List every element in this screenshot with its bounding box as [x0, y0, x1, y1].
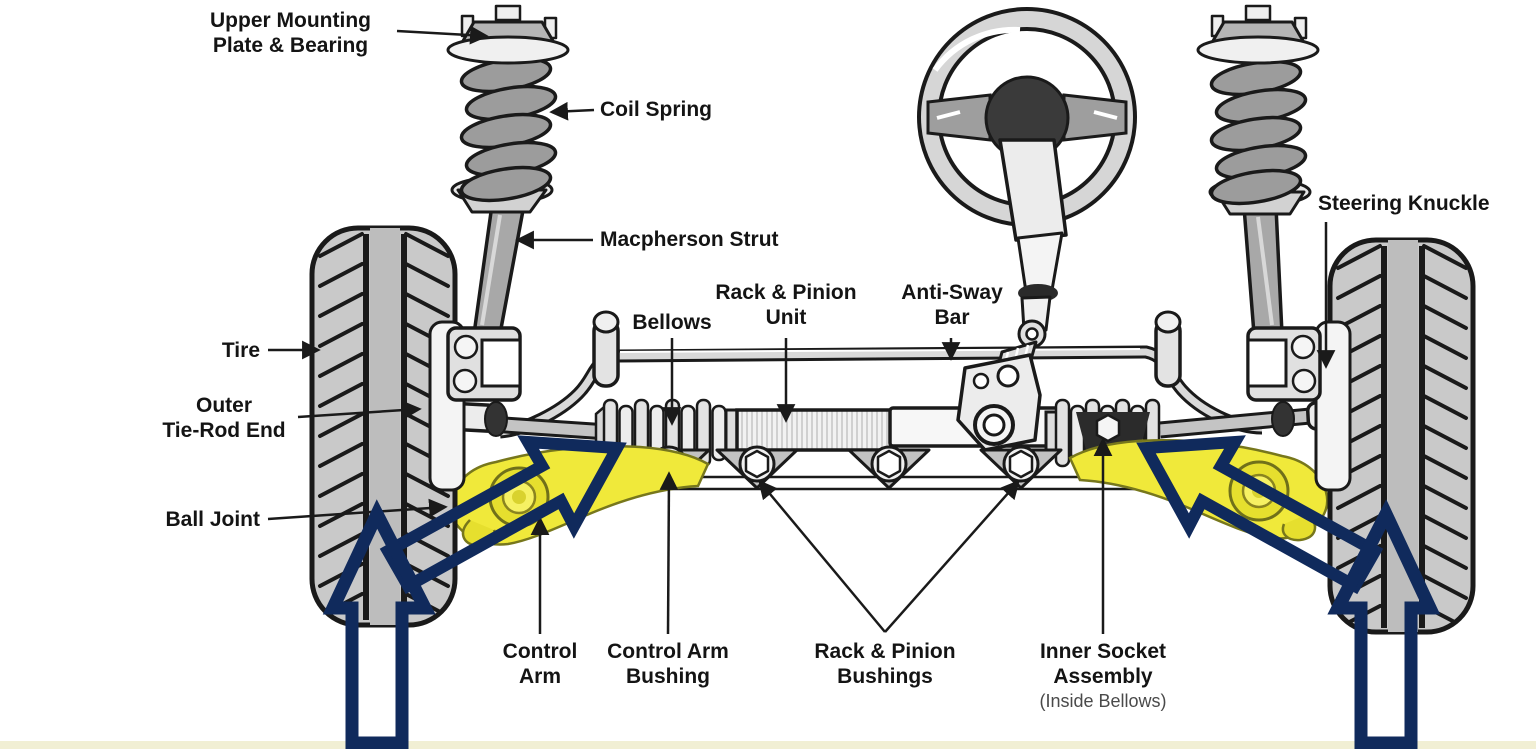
label-bellows: Bellows: [632, 311, 712, 334]
coil-spring-left: [459, 56, 558, 203]
bottom-strip: [0, 741, 1536, 749]
leader-lines: [267, 25, 1336, 635]
sway-bar-end-link-right: [1154, 310, 1182, 388]
label-rack-pinion-unit: Rack & Pinion Unit: [715, 281, 857, 329]
right-tire: [1327, 237, 1476, 635]
anti-sway-bar: [499, 345, 1263, 439]
label-tire: Tire: [221, 339, 260, 362]
annotation-arrow-diagonal-right: [1136, 435, 1384, 595]
annotation-arrow-up-right-tire: [1327, 499, 1441, 749]
label-control-arm: Control Arm: [502, 640, 578, 688]
sway-bar-end-link-left: [592, 310, 620, 388]
label-inner-socket-assembly: Inner Socket Assembly: [1039, 640, 1167, 688]
steering-knuckle-left: [428, 320, 522, 492]
label-rack-pinion-bushings: Rack & Pinion Bushings: [814, 640, 956, 688]
left-tie-rod: [436, 401, 609, 441]
annotation-arrow-diagonal-left: [379, 435, 627, 595]
label-outer-tie-rod-end: Outer Tie-Rod End: [162, 394, 286, 442]
label-inner-socket-note: (Inside Bellows): [1039, 691, 1167, 711]
label-upper-mounting-plate: Upper Mounting Plate & Bearing: [210, 9, 371, 57]
label-ball-joint: Ball Joint: [165, 508, 260, 531]
right-strut-assembly: [1196, 4, 1320, 336]
rack-ridged-section: [735, 408, 894, 452]
label-macpherson-strut: Macpherson Strut: [600, 228, 779, 251]
coil-spring-right: [1209, 59, 1308, 206]
label-control-arm-bushing: Control Arm Bushing: [607, 640, 729, 688]
inner-socket-nut: [1095, 413, 1121, 443]
label-coil-spring: Coil Spring: [600, 98, 712, 121]
left-strut-assembly: [446, 4, 570, 336]
annotation-arrows: [322, 435, 1441, 749]
steering-column: [990, 138, 1068, 392]
label-anti-sway-bar: Anti-Sway Bar: [901, 281, 1003, 329]
label-steering-knuckle: Steering Knuckle: [1318, 192, 1490, 215]
steering-knuckle-right: [1246, 320, 1352, 492]
annotation-arrow-up-left-tire: [322, 499, 436, 749]
pinion-housing: [956, 353, 1042, 452]
upper-mount-right: [1196, 4, 1320, 65]
